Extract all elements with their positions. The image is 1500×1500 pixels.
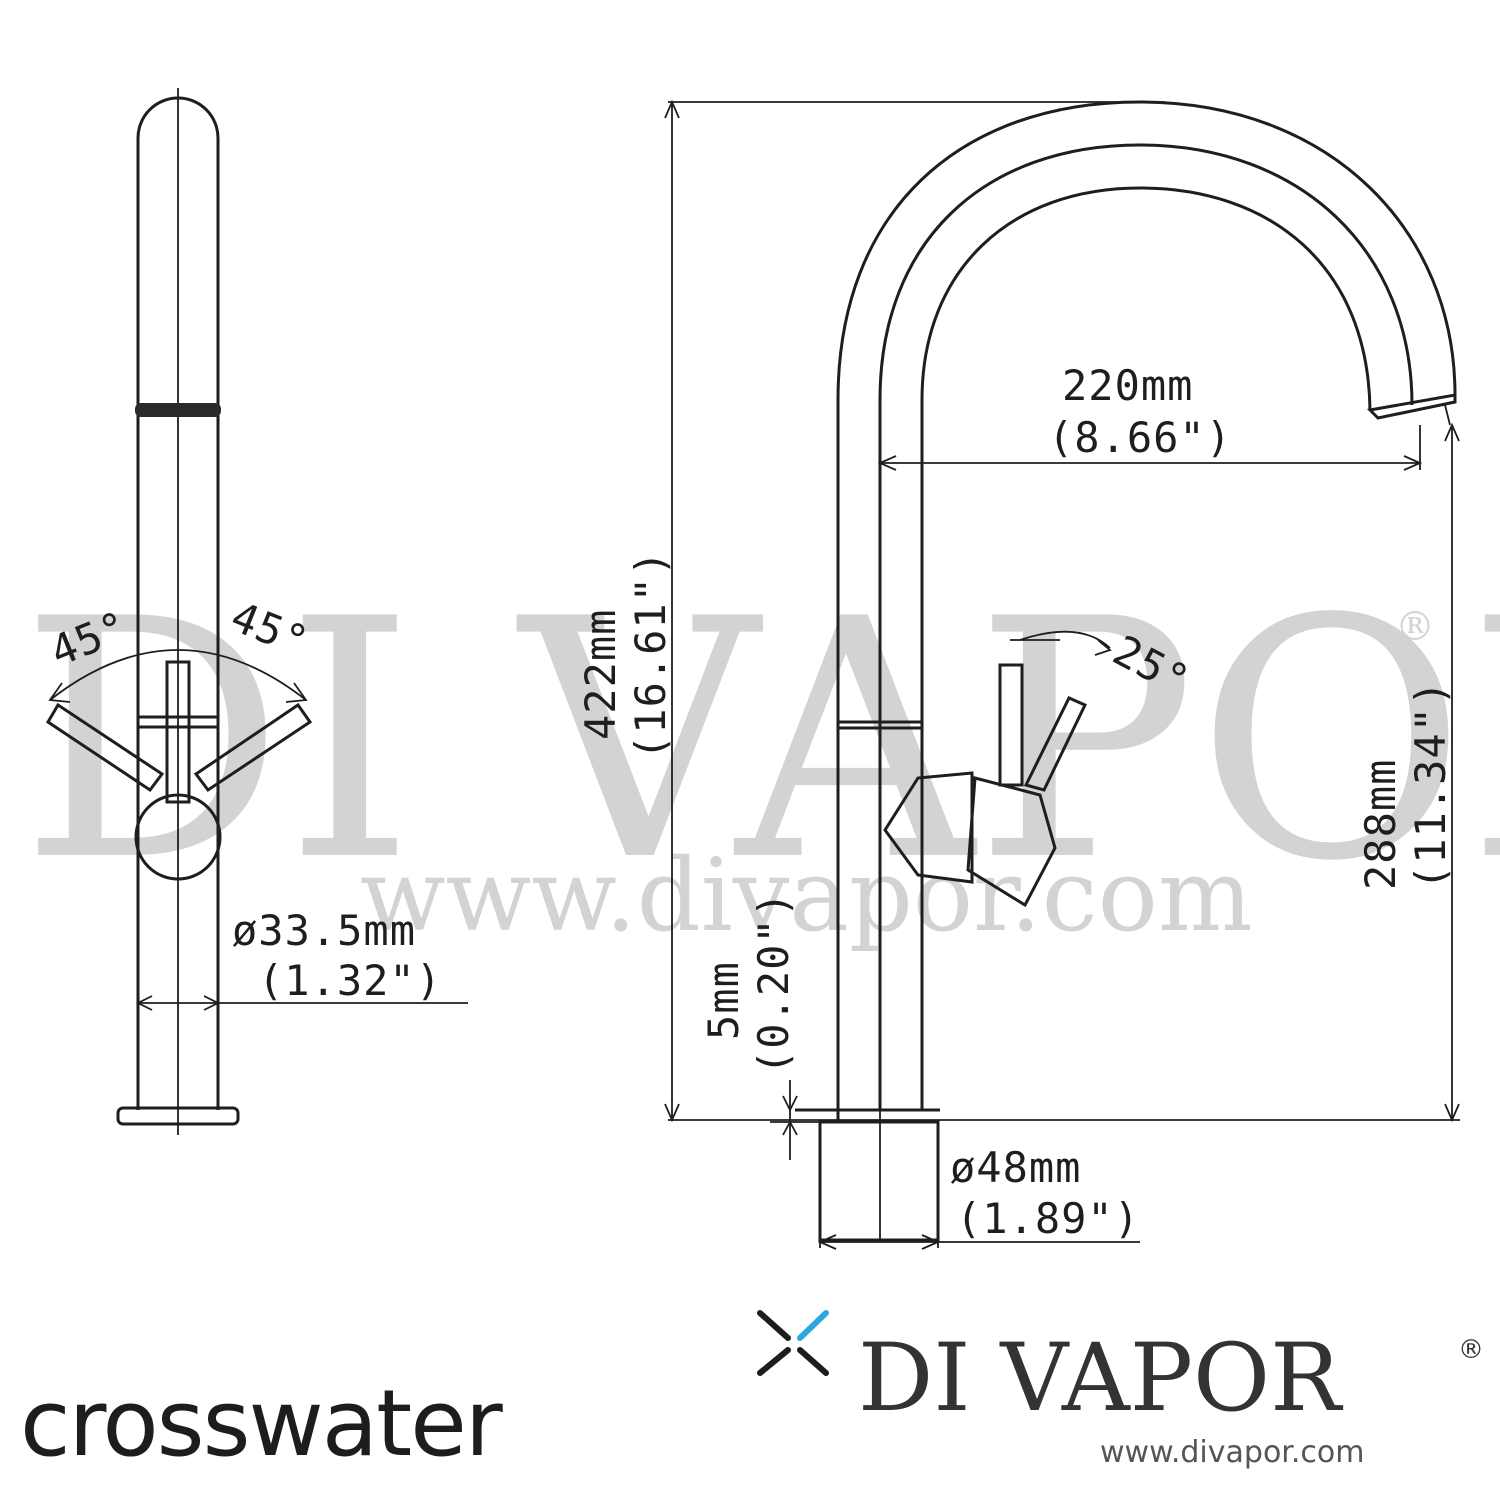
front-base-fitting xyxy=(818,1120,940,1242)
dia48-label-mm: ø48mm xyxy=(950,1143,1081,1192)
front-spout-tip xyxy=(1366,393,1457,420)
side-view-body xyxy=(136,96,220,1110)
dia33-label-in: (1.32") xyxy=(258,956,442,1005)
crosswater-x-mark-dark xyxy=(757,1310,791,1341)
height288-arrow-bottom xyxy=(1444,1103,1460,1123)
watermark: DI VAPOR ® www.divapor.com xyxy=(20,549,1500,954)
side-view-aerator xyxy=(135,403,221,417)
front-lever-vertical xyxy=(998,663,1024,787)
width220-label-mm: 220mm xyxy=(1062,361,1193,410)
dia48-arrow-right xyxy=(921,1234,941,1250)
lever-angle-arrow xyxy=(1094,639,1112,656)
width220-arrow-right xyxy=(1403,455,1423,471)
crosswater-wordmark: crosswater xyxy=(20,1370,503,1477)
watermark-url: www.divapor.com xyxy=(360,837,1253,954)
watermark-brand: DI VAPOR xyxy=(20,549,1500,933)
side-view-swing-arc xyxy=(49,649,307,701)
side-view-base xyxy=(116,1106,240,1126)
dia33-label-mm: ø33.5mm xyxy=(232,906,416,955)
front-lever-angled xyxy=(1023,696,1088,792)
dia48-label-in: (1.89") xyxy=(956,1194,1140,1243)
crosswater-x-mark-dark-2 xyxy=(797,1347,829,1376)
front-spout-inner xyxy=(920,186,1372,1110)
front-spout-inner-guide xyxy=(878,143,1414,1110)
width220-arrow-left xyxy=(877,455,897,471)
side-view-hub xyxy=(134,793,222,881)
width220-label-in: (8.66") xyxy=(1048,413,1232,462)
lever-angle-arc xyxy=(1019,630,1111,649)
height422-label-in: (16.61") xyxy=(626,550,675,760)
front-view: 422mm (16.61") 25° 220mm xyxy=(576,99,1460,1250)
thick5-label-mm: 5mm xyxy=(699,961,748,1040)
dia33-arrow-right xyxy=(203,995,221,1011)
front-mixer-cap xyxy=(966,776,1057,908)
side-view-arc-arrow-left xyxy=(48,682,71,703)
height288-label-in: (11.34") xyxy=(1406,680,1455,890)
divapor-url: www.divapor.com xyxy=(1100,1435,1365,1470)
watermark-reg: ® xyxy=(1395,604,1435,650)
crosswater-x-mark-blue xyxy=(797,1310,829,1341)
height288-arrow-top xyxy=(1444,422,1460,442)
height422-arrow-top xyxy=(664,99,680,119)
side-view-arc-arrow-right xyxy=(285,682,308,703)
height422-label-mm: 422mm xyxy=(576,609,625,740)
height422-arrow-bottom xyxy=(664,1103,680,1123)
side-view-lever xyxy=(165,660,191,804)
front-spout-aerator xyxy=(1444,404,1451,426)
side-view-lever-right xyxy=(193,702,313,793)
thick5-label-in: (0.20") xyxy=(749,891,798,1075)
thick5-arrow-top xyxy=(782,1095,798,1113)
dia48-arrow-left xyxy=(817,1234,837,1250)
divapor-reg-mark: ® xyxy=(1458,1335,1484,1365)
front-spout-outer xyxy=(836,100,1457,1110)
side-view-lever-left xyxy=(45,702,165,793)
divapor-logo: DI VAPOR ® www.divapor.com xyxy=(858,1324,1484,1470)
height288-label-mm: 288mm xyxy=(1356,759,1405,890)
crosswater-x-mark-dark-3 xyxy=(757,1347,791,1376)
crosswater-logo: crosswater xyxy=(20,1310,829,1477)
divapor-wordmark: DI VAPOR xyxy=(858,1324,1344,1433)
dia33-arrow-left xyxy=(135,995,153,1011)
